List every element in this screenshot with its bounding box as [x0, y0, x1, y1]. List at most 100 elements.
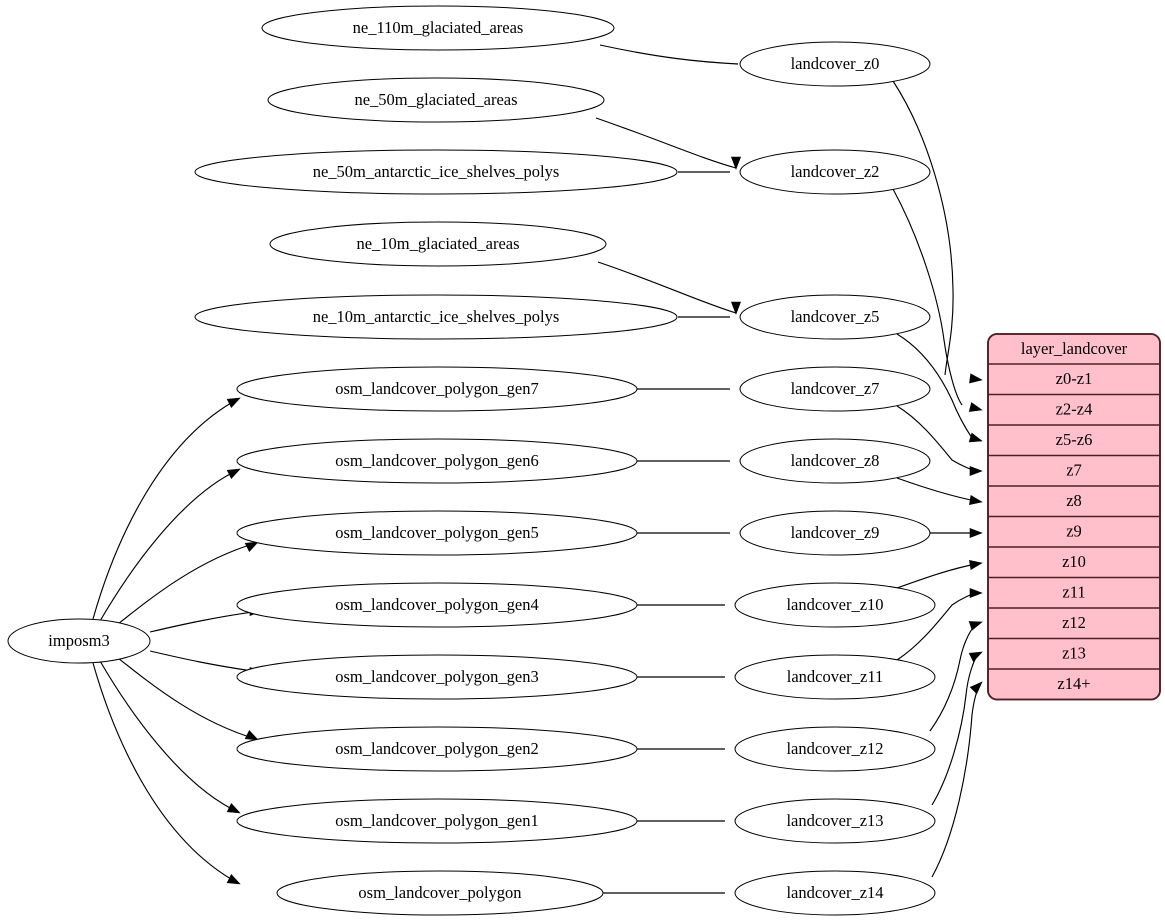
table-row-z9[interactable]: z9 [988, 515, 1160, 541]
edge-imposm3-to-osm_landcover_polygon_gen5 [117, 541, 259, 625]
edge-landcover_z2-to-layer_landcover_row_1 [892, 188, 983, 412]
row-label: z2-z4 [1056, 400, 1093, 419]
arrowhead-icon [969, 373, 983, 384]
row-label: z9 [1066, 522, 1082, 541]
node-shape [276, 870, 604, 916]
node-landcover_z2[interactable]: landcover_z2 [739, 149, 931, 195]
node-osm_landcover_polygon_gen5[interactable]: osm_landcover_polygon_gen5 [236, 510, 638, 556]
node-ne_50m_antarctic_ice_shelves_polys[interactable]: ne_50m_antarctic_ice_shelves_polys [194, 149, 678, 195]
node-label: landcover_z0 [791, 54, 880, 73]
node-label: ne_10m_glaciated_areas [356, 234, 519, 253]
node-label: landcover_z11 [787, 667, 884, 686]
layer-landcover-table: layer_landcover z0-z1 z2-z4 z5-z6 z7 z8 z9 z10 z… [987, 333, 1161, 701]
table-row-z13[interactable]: z13 [988, 637, 1160, 663]
table-row-z8[interactable]: z8 [988, 485, 1160, 510]
node-shape [236, 366, 638, 412]
table-header-label: layer_landcover [1021, 339, 1128, 358]
table-row-z11[interactable]: z11 [988, 576, 1160, 602]
node-label: landcover_z10 [786, 595, 883, 614]
node-shape [739, 366, 931, 412]
node-label: osm_landcover_polygon_gen7 [335, 379, 538, 398]
node-label: ne_50m_antarctic_ice_shelves_polys [313, 162, 560, 181]
node-label: ne_50m_glaciated_areas [354, 90, 517, 109]
node-landcover_z14[interactable]: landcover_z14 [734, 870, 936, 916]
table-row-z10[interactable]: z10 [988, 546, 1160, 571]
node-label: osm_landcover_polygon_gen5 [335, 523, 538, 542]
node-shape [269, 221, 607, 267]
edge-landcover_z10-to-layer_landcover_row_6 [896, 560, 983, 589]
row-label: z14+ [1057, 674, 1090, 693]
edge-ne_110m_glaciated_areas-to-landcover_z0 [599, 44, 739, 65]
arrowhead-icon [969, 587, 983, 599]
edge-landcover_z11-to-layer_landcover_row_7 [896, 587, 983, 661]
arrowhead-icon [244, 729, 259, 741]
row-label: z0-z1 [1056, 369, 1093, 388]
arrowhead-icon [226, 397, 241, 409]
node-label: osm_landcover_polygon [358, 883, 521, 902]
row-label: z5-z6 [1056, 430, 1093, 449]
node-ne_110m_glaciated_areas[interactable]: ne_110m_glaciated_areas [261, 5, 615, 51]
node-label: osm_landcover_polygon_gen6 [335, 451, 538, 470]
node-shape [739, 510, 931, 556]
node-osm_landcover_polygon_gen1[interactable]: osm_landcover_polygon_gen1 [236, 798, 638, 844]
node-osm_landcover_polygon_gen3[interactable]: osm_landcover_polygon_gen3 [236, 654, 638, 700]
node-ne_10m_antarctic_ice_shelves_polys[interactable]: ne_10m_antarctic_ice_shelves_polys [194, 294, 678, 340]
node-label: osm_landcover_polygon_gen1 [335, 811, 538, 830]
table-row-z5-z6[interactable]: z5-z6 [988, 424, 1160, 449]
node-osm_landcover_polygon_gen4[interactable]: osm_landcover_polygon_gen4 [236, 582, 638, 628]
node-shape [734, 654, 936, 700]
row-label: z8 [1066, 491, 1082, 510]
node-imposm3[interactable]: imposm3 [7, 618, 151, 664]
node-shape [236, 438, 638, 484]
node-shape [194, 149, 678, 195]
node-landcover_z13[interactable]: landcover_z13 [734, 798, 936, 844]
row-label: z12 [1062, 613, 1086, 632]
table-row-z14+[interactable]: z14+ [988, 668, 1160, 693]
node-landcover_z0[interactable]: landcover_z0 [739, 41, 931, 87]
node-ne_10m_glaciated_areas[interactable]: ne_10m_glaciated_areas [269, 221, 607, 267]
edge-landcover_z13-to-layer_landcover_row_9 [931, 651, 983, 806]
edge-landcover_z8-to-layer_landcover_row_4 [896, 477, 983, 505]
node-label: landcover_z8 [791, 451, 880, 470]
edge-imposm3-to-osm_landcover_polygon_gen6 [99, 468, 241, 622]
arrowhead-icon [968, 402, 983, 412]
edge-landcover_z14-to-layer_landcover_row_10 [931, 681, 983, 878]
node-shape [734, 870, 936, 916]
arrowhead-icon [226, 802, 241, 814]
node-landcover_z10[interactable]: landcover_z10 [734, 582, 936, 628]
node-label: landcover_z12 [786, 739, 883, 758]
arrowhead-icon [968, 621, 983, 631]
edge-landcover_z5-to-layer_landcover_row_2 [896, 333, 983, 443]
table-row-z12[interactable]: z12 [988, 607, 1160, 632]
arrowhead-icon [969, 465, 983, 477]
edge-landcover_z7-to-layer_landcover_row_3 [896, 405, 983, 477]
node-landcover_z12[interactable]: landcover_z12 [734, 726, 936, 772]
node-landcover_z5[interactable]: landcover_z5 [739, 294, 931, 340]
source-nodes-layer: imposm3 ne_110m_glaciated_areas ne_50m_gla… [7, 5, 678, 916]
node-landcover_z7[interactable]: landcover_z7 [739, 366, 931, 412]
table-row-z7[interactable]: z7 [988, 454, 1160, 480]
node-label: osm_landcover_polygon_gen2 [335, 739, 538, 758]
node-label: osm_landcover_polygon_gen4 [335, 595, 538, 614]
node-shape [267, 77, 605, 123]
arrowhead-icon [244, 541, 259, 553]
arrowhead-icon [969, 681, 983, 695]
node-label: landcover_z2 [791, 162, 880, 181]
row-label: z13 [1062, 644, 1086, 663]
node-osm_landcover_polygon[interactable]: osm_landcover_polygon [276, 870, 604, 916]
arrowhead-icon [969, 560, 983, 570]
node-landcover_z8[interactable]: landcover_z8 [739, 438, 931, 484]
node-shape [739, 149, 931, 195]
row-label: z10 [1062, 552, 1086, 571]
node-osm_landcover_polygon_gen6[interactable]: osm_landcover_polygon_gen6 [236, 438, 638, 484]
table-row-z2-z4[interactable]: z2-z4 [988, 393, 1160, 419]
table-row-z0-z1[interactable]: z0-z1 [988, 363, 1160, 388]
node-landcover_z9[interactable]: landcover_z9 [739, 510, 931, 556]
node-shape [734, 582, 936, 628]
node-ne_50m_glaciated_areas[interactable]: ne_50m_glaciated_areas [267, 77, 605, 123]
node-landcover_z11[interactable]: landcover_z11 [734, 654, 936, 700]
edge-landcover_z0-to-layer_landcover_row_0 [892, 80, 983, 384]
node-osm_landcover_polygon_gen7[interactable]: osm_landcover_polygon_gen7 [236, 366, 638, 412]
table-border [987, 333, 1161, 701]
node-osm_landcover_polygon_gen2[interactable]: osm_landcover_polygon_gen2 [236, 726, 638, 772]
